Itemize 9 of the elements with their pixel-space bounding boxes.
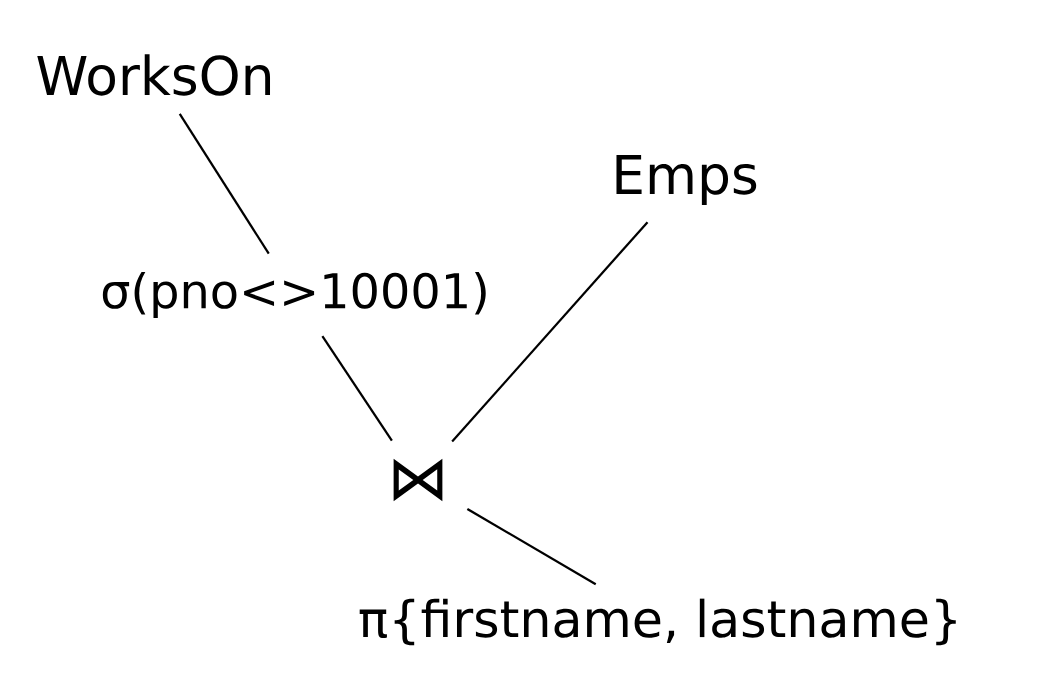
relation-label: WorksOn [37, 54, 270, 96]
connector-line [451, 221, 649, 443]
connector-line [321, 335, 393, 442]
projection-operator: π{firstname, lastname} [359, 598, 956, 646]
relation-label: Emps [616, 155, 757, 206]
join-symbol: ⋈ [393, 458, 443, 502]
connector-line [466, 507, 597, 586]
selection-operator: σ(pno<>10001) [102, 271, 486, 319]
connector-line [178, 113, 270, 255]
